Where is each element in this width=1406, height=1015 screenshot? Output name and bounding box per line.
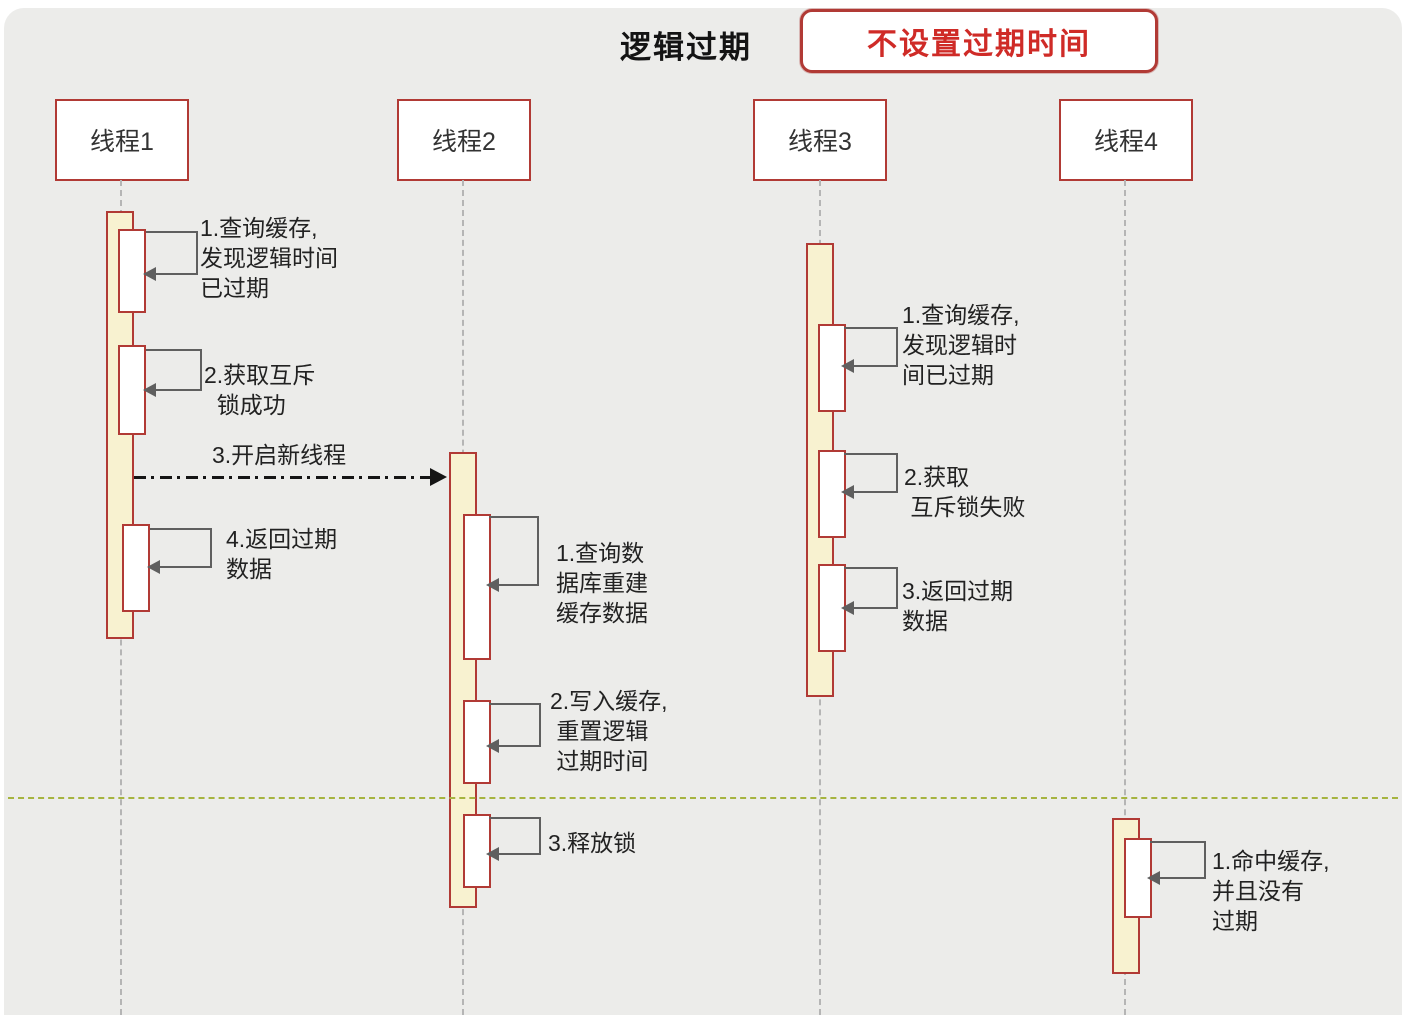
- thread3-header: 线程3: [753, 99, 887, 181]
- thread2-annotation-1: 1.查询数 据库重建 缓存数据: [556, 540, 648, 626]
- new-thread-dashdot-arrow: [134, 476, 434, 479]
- thread3-annotation-3: 3.返回过期 数据: [902, 578, 1014, 634]
- thread2-step1-selfcall-arrow: [486, 516, 539, 592]
- thread3-step2-selfcall-arrow: [841, 453, 898, 499]
- thread3-step3-selfcall-arrow: [841, 567, 898, 615]
- thread1-annotation-3: 3.开启新线程: [212, 442, 347, 468]
- thread2-annotation-3: 3.释放锁: [548, 830, 637, 856]
- thread2-step2-selfcall-arrow: [486, 703, 541, 753]
- thread4-lifeline: [1124, 180, 1126, 1015]
- thread1-step4-activation: [122, 524, 150, 612]
- thread4-step1-selfcall-arrow: [1147, 841, 1206, 885]
- diagram-title: 逻辑过期: [620, 30, 752, 65]
- thread4-annotation-1: 1.命中缓存, 并且没有 过期: [1212, 848, 1330, 934]
- thread3-annotation-2: 2.获取 互斥锁失败: [904, 464, 1026, 520]
- new-thread-arrowhead-icon: [430, 468, 447, 486]
- thread2-step3-selfcall-arrow: [486, 817, 541, 861]
- thread4-header: 线程4: [1059, 99, 1193, 181]
- thread3-step2-activation: [818, 450, 846, 538]
- thread1-step2-selfcall-arrow: [143, 349, 202, 397]
- thread2-header: 线程2: [397, 99, 531, 181]
- thread3-step1-selfcall-arrow: [841, 327, 898, 373]
- thread1-annotation-1: 1.查询缓存, 发现逻辑时间 已过期: [200, 215, 338, 301]
- no-expiry-badge: 不设置过期时间: [800, 9, 1158, 73]
- thread1-step2-activation: [118, 345, 146, 435]
- phase-divider-dashed-line: [8, 797, 1398, 799]
- thread1-annotation-4: 4.返回过期 数据: [226, 526, 338, 582]
- thread1-annotation-2: 2.获取互斥 锁成功: [204, 362, 316, 418]
- thread1-step1-activation: [118, 229, 146, 313]
- thread1-step4-selfcall-arrow: [147, 528, 212, 574]
- thread1-step1-selfcall-arrow: [143, 231, 198, 281]
- thread2-annotation-2: 2.写入缓存, 重置逻辑 过期时间: [550, 688, 668, 774]
- thread3-annotation-1: 1.查询缓存, 发现逻辑时 间已过期: [902, 302, 1020, 388]
- thread1-header: 线程1: [55, 99, 189, 181]
